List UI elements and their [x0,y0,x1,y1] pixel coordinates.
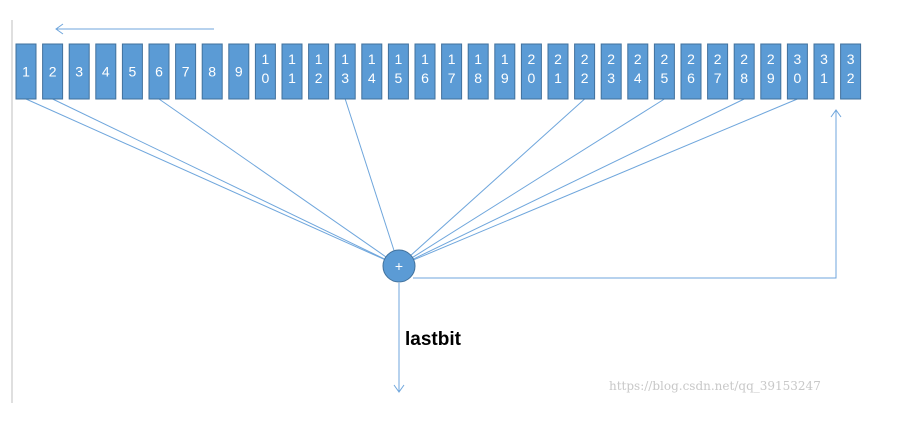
tap-lines [25,98,798,261]
output-label: lastbit [405,329,462,350]
register-cell: 6 [148,43,170,100]
register-cell-label: 2 [49,64,57,80]
register-cell-label: 1 [22,64,30,80]
tap-line [410,98,585,256]
register-cell-label: 8 [208,64,216,80]
register-cell: 4 [95,43,117,100]
tap-line [344,98,395,251]
register-cell: 1 [15,43,37,100]
tap-line [413,98,745,260]
output-arrow [393,283,405,393]
tap-line [25,98,385,260]
register-cell: 3 [68,43,90,100]
register-cell-label: 5 [129,64,137,80]
register-cell-label: 3 [75,64,83,80]
register-cell: 5 [121,43,143,100]
tap-line [158,98,387,258]
register-cell-label: 4 [102,64,110,80]
register-cell-label: 6 [155,64,163,80]
register-cell-label: 9 [235,64,243,80]
watermark: https://blog.csdn.net/qq_39153247 [609,379,821,393]
shift-direction-arrow [55,23,214,35]
register-cell-label: 7 [182,64,190,80]
register-cell: 9 [228,43,250,100]
tap-line [52,98,385,260]
xor-label: + [395,258,403,274]
tap-line [412,98,665,258]
xor-node: + [382,249,416,283]
register-cell: 8 [201,43,223,100]
feedback-arrow [413,109,842,279]
register-cell: 7 [175,43,197,100]
tap-line [413,98,798,261]
register-cell: 2 [42,43,64,100]
